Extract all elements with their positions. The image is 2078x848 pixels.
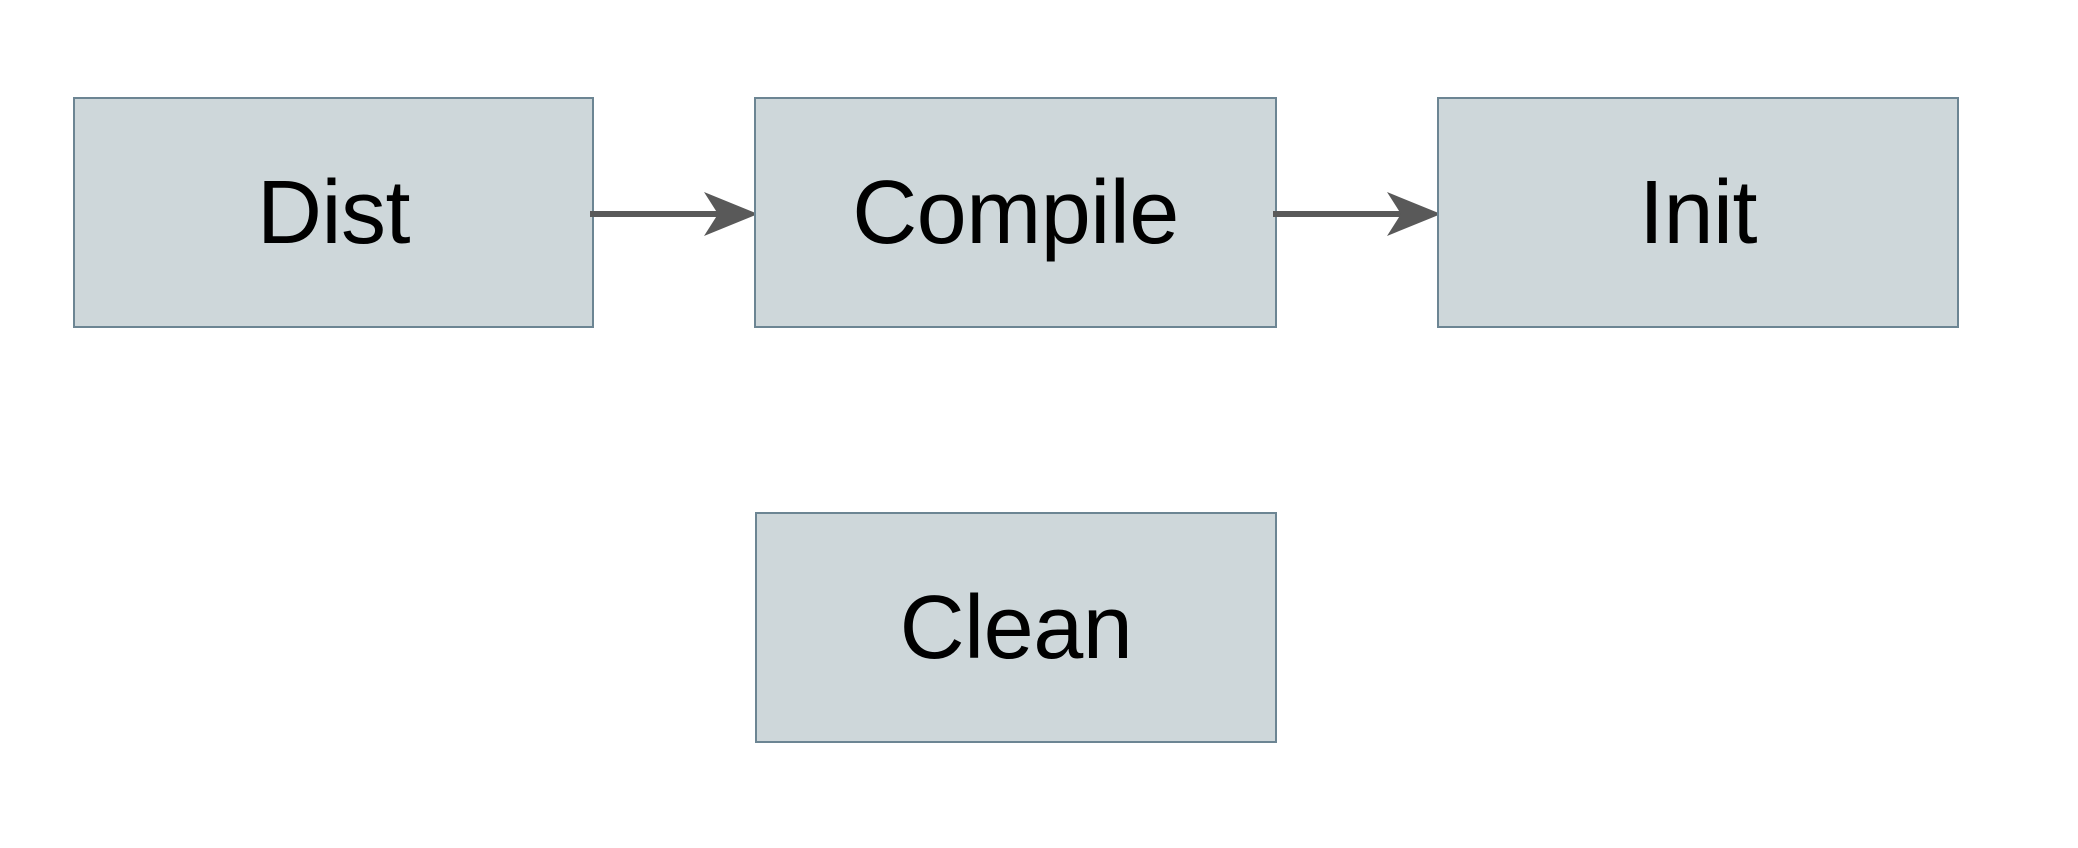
edge-dist-to-compile[interactable] bbox=[586, 184, 766, 244]
edge-compile-to-init[interactable] bbox=[1269, 184, 1449, 244]
node-clean[interactable]: Clean bbox=[755, 512, 1277, 743]
node-dist-label: Dist bbox=[257, 162, 411, 263]
node-dist[interactable]: Dist bbox=[73, 97, 594, 328]
arrowhead-icon bbox=[1387, 192, 1441, 236]
node-compile-label: Compile bbox=[852, 162, 1179, 263]
node-init[interactable]: Init bbox=[1437, 97, 1959, 328]
node-init-label: Init bbox=[1638, 162, 1758, 263]
node-clean-label: Clean bbox=[899, 577, 1133, 678]
node-compile[interactable]: Compile bbox=[754, 97, 1277, 328]
arrowhead-icon bbox=[704, 192, 758, 236]
